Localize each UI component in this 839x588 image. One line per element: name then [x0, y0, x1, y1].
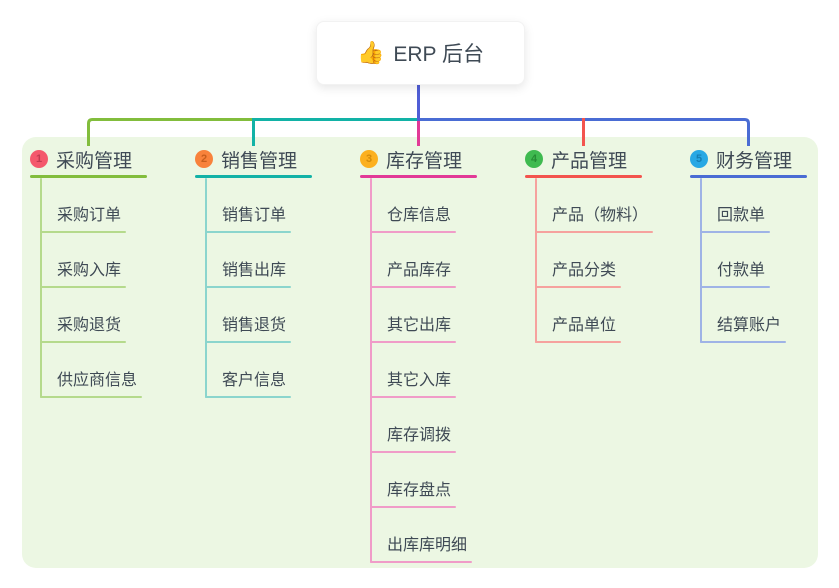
- branch-2-child-1[interactable]: 销售订单: [222, 207, 287, 224]
- branch-5-child-3[interactable]: 结算账户: [717, 317, 782, 334]
- branch-5-child-2-underline: [700, 286, 770, 288]
- branch-1-header[interactable]: 1 采购管理: [30, 147, 133, 172]
- root-node-erp-backend[interactable]: 👍 ERP 后台: [316, 21, 525, 85]
- priority-2-badge-icon: 2: [195, 150, 213, 168]
- branch-3-child-7-underline: [370, 561, 472, 563]
- branch-1-child-2-underline: [40, 286, 126, 288]
- branch-5-child-rail: [700, 178, 702, 343]
- branch-5-child-1-underline: [700, 231, 770, 233]
- branch-3-underline: [360, 175, 477, 178]
- branch-4-child-2-underline: [535, 286, 621, 288]
- branch-1-child-1-underline: [40, 231, 126, 233]
- branch-3-child-6[interactable]: 库存盘点: [387, 482, 452, 499]
- priority-3-badge-icon: 3: [360, 150, 378, 168]
- thumbs-up-icon: 👍: [356, 40, 385, 65]
- branch-3-label: 库存管理: [386, 150, 463, 172]
- branch-5-header[interactable]: 5 财务管理: [690, 147, 793, 172]
- priority-5-badge-icon: 5: [690, 150, 708, 168]
- branch-3-child-rail: [370, 178, 372, 563]
- branch-4-label: 产品管理: [551, 150, 628, 172]
- branches-background-panel: [22, 137, 818, 568]
- priority-1-badge-icon: 1: [30, 150, 48, 168]
- branch-5-underline: [690, 175, 807, 178]
- branch-5-child-1[interactable]: 回款单: [717, 207, 766, 224]
- branch-2-child-4[interactable]: 客户信息: [222, 372, 287, 389]
- branch-1-child-4-underline: [40, 396, 142, 398]
- branch-3-child-4-underline: [370, 396, 456, 398]
- priority-4-badge-icon: 4: [525, 150, 543, 168]
- branch-4-child-3[interactable]: 产品单位: [552, 317, 617, 334]
- branch-3-child-6-underline: [370, 506, 456, 508]
- branch-1-child-3[interactable]: 采购退货: [57, 317, 122, 334]
- branch-1-child-rail: [40, 178, 42, 398]
- branch-1-child-2[interactable]: 采购入库: [57, 262, 122, 279]
- branch-3-child-3[interactable]: 其它出库: [387, 317, 452, 334]
- branch-1-child-1[interactable]: 采购订单: [57, 207, 122, 224]
- branch-2-child-rail: [205, 178, 207, 398]
- branch-3-child-5-underline: [370, 451, 456, 453]
- branch-3-child-3-underline: [370, 341, 456, 343]
- branch-4-child-2[interactable]: 产品分类: [552, 262, 617, 279]
- branch-3-child-1[interactable]: 仓库信息: [387, 207, 452, 224]
- branch-3-child-2-underline: [370, 286, 456, 288]
- branch-2-underline: [195, 175, 312, 178]
- branch-3-child-1-underline: [370, 231, 456, 233]
- branch-3-header[interactable]: 3 库存管理: [360, 147, 463, 172]
- branch-2-child-3-underline: [205, 341, 291, 343]
- branch-4-child-1-underline: [535, 231, 653, 233]
- branch-3-child-4[interactable]: 其它入库: [387, 372, 452, 389]
- branch-2-child-4-underline: [205, 396, 291, 398]
- branch-4-underline: [525, 175, 642, 178]
- branch-5-child-3-underline: [700, 341, 786, 343]
- branch-2-child-1-underline: [205, 231, 291, 233]
- branch-5-label: 财务管理: [716, 150, 793, 172]
- branch-4-child-3-underline: [535, 341, 621, 343]
- branch-1-underline: [30, 175, 147, 178]
- branch-2-header[interactable]: 2 销售管理: [195, 147, 298, 172]
- branch-2-child-3[interactable]: 销售退货: [222, 317, 287, 334]
- branch-4-child-rail: [535, 178, 537, 343]
- branch-1-child-3-underline: [40, 341, 126, 343]
- branch-3-child-5[interactable]: 库存调拨: [387, 427, 452, 444]
- branch-3-child-2[interactable]: 产品库存: [387, 262, 452, 279]
- branch-2-label: 销售管理: [221, 150, 298, 172]
- branch-1-label: 采购管理: [56, 150, 133, 172]
- branch-5-child-2[interactable]: 付款单: [717, 262, 766, 279]
- branch-2-child-2-underline: [205, 286, 291, 288]
- branch-2-child-2[interactable]: 销售出库: [222, 262, 287, 279]
- branch-4-child-1[interactable]: 产品（物料）: [552, 207, 649, 224]
- branch-3-child-7[interactable]: 出库库明细: [387, 537, 468, 554]
- branch-4-header[interactable]: 4 产品管理: [525, 147, 628, 172]
- branch-1-child-4[interactable]: 供应商信息: [57, 372, 138, 389]
- root-node-label: ERP 后台: [393, 43, 485, 66]
